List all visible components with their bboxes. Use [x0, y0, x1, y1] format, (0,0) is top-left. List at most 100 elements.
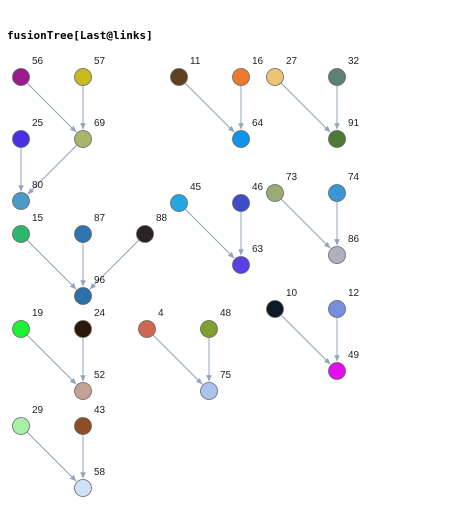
node-circle[interactable] [232, 130, 250, 148]
node-circle[interactable] [200, 382, 218, 400]
node-label: 56 [32, 56, 44, 67]
graph-node-25[interactable]: 25 [12, 118, 44, 148]
node-circle[interactable] [74, 130, 92, 148]
node-circle[interactable] [12, 320, 30, 338]
node-label: 10 [286, 288, 298, 299]
node-circle[interactable] [12, 68, 30, 86]
node-circle[interactable] [328, 246, 346, 264]
input-cell-code[interactable]: fusionTree[Last@links] [7, 29, 153, 42]
edge-15-to-96 [26, 239, 77, 290]
graph-node-96[interactable]: 96 [74, 275, 106, 305]
edge-11-to-64 [184, 82, 235, 133]
graph-node-69[interactable]: 69 [74, 118, 106, 148]
node-circle[interactable] [328, 130, 346, 148]
graph-node-46[interactable]: 46 [232, 182, 264, 212]
edge-29-to-58 [26, 431, 77, 482]
graph-node-43[interactable]: 43 [74, 405, 106, 435]
graph-node-56[interactable]: 56 [12, 56, 44, 86]
node-circle[interactable] [136, 225, 154, 243]
graph-node-32[interactable]: 32 [328, 56, 360, 86]
node-circle[interactable] [328, 68, 346, 86]
graph-node-57[interactable]: 57 [74, 56, 106, 86]
node-label: 57 [94, 56, 106, 67]
graph-node-75[interactable]: 75 [200, 370, 232, 400]
graph-node-80[interactable]: 80 [12, 180, 44, 210]
node-circle[interactable] [74, 417, 92, 435]
node-label: 29 [32, 405, 44, 416]
graph-node-74[interactable]: 74 [328, 172, 360, 202]
node-label: 64 [252, 118, 264, 129]
node-label: 32 [348, 56, 360, 67]
node-label: 16 [252, 56, 264, 67]
node-circle[interactable] [328, 362, 346, 380]
graph-node-49[interactable]: 49 [328, 350, 360, 380]
node-label: 15 [32, 213, 44, 224]
node-label: 88 [156, 213, 168, 224]
graph-node-91[interactable]: 91 [328, 118, 360, 148]
graph-node-16[interactable]: 16 [232, 56, 264, 86]
graph-node-64[interactable]: 64 [232, 118, 264, 148]
node-circle[interactable] [328, 300, 346, 318]
node-circle[interactable] [170, 68, 188, 86]
node-circle[interactable] [170, 194, 188, 212]
graph-node-29[interactable]: 29 [12, 405, 44, 435]
graph-node-10[interactable]: 10 [266, 288, 298, 318]
graph-node-24[interactable]: 24 [74, 308, 106, 338]
node-circle[interactable] [138, 320, 156, 338]
edge-69-to-80 [27, 144, 78, 195]
edge-19-to-52 [26, 334, 77, 385]
node-circle[interactable] [232, 256, 250, 274]
node-label: 48 [220, 308, 232, 319]
node-circle[interactable] [232, 68, 250, 86]
node-circle[interactable] [74, 225, 92, 243]
edge-45-to-63 [184, 208, 235, 259]
graph-node-63[interactable]: 63 [232, 244, 264, 274]
node-label: 87 [94, 213, 106, 224]
node-circle[interactable] [12, 417, 30, 435]
edge-88-to-96 [89, 239, 140, 290]
node-circle[interactable] [74, 287, 92, 305]
node-label: 19 [32, 308, 44, 319]
graph-node-4[interactable]: 4 [138, 308, 165, 338]
node-label: 46 [252, 182, 264, 193]
graph-node-86[interactable]: 86 [328, 234, 360, 264]
node-circle[interactable] [12, 130, 30, 148]
nodes-layer: 56 57 69 25 80 15 87 88 96 11 16 64 27 32 91 45 46 63 73 74… [12, 56, 360, 497]
graph-node-12[interactable]: 12 [328, 288, 360, 318]
node-circle[interactable] [12, 192, 30, 210]
graph-node-88[interactable]: 88 [136, 213, 168, 243]
node-label: 52 [94, 370, 106, 381]
node-label: 45 [190, 182, 202, 193]
graph-node-58[interactable]: 58 [74, 467, 106, 497]
node-circle[interactable] [200, 320, 218, 338]
node-label: 4 [158, 308, 164, 319]
node-circle[interactable] [74, 479, 92, 497]
edge-10-to-49 [280, 314, 331, 365]
node-circle[interactable] [74, 382, 92, 400]
node-circle[interactable] [74, 320, 92, 338]
graph-node-27[interactable]: 27 [266, 56, 298, 86]
node-label: 63 [252, 244, 264, 255]
graph-node-11[interactable]: 11 [170, 56, 201, 86]
node-label: 69 [94, 118, 106, 129]
graph-node-45[interactable]: 45 [170, 182, 202, 212]
node-label: 74 [348, 172, 360, 183]
edges-layer [18, 82, 340, 482]
node-circle[interactable] [266, 68, 284, 86]
graph-node-52[interactable]: 52 [74, 370, 106, 400]
graph-node-87[interactable]: 87 [74, 213, 106, 243]
node-label: 43 [94, 405, 106, 416]
graph-node-15[interactable]: 15 [12, 213, 44, 243]
node-circle[interactable] [266, 300, 284, 318]
node-circle[interactable] [328, 184, 346, 202]
node-circle[interactable] [12, 225, 30, 243]
node-circle[interactable] [74, 68, 92, 86]
node-label: 25 [32, 118, 44, 129]
graph-node-73[interactable]: 73 [266, 172, 298, 202]
node-circle[interactable] [232, 194, 250, 212]
node-circle[interactable] [266, 184, 284, 202]
graph-node-48[interactable]: 48 [200, 308, 232, 338]
graph-node-19[interactable]: 19 [12, 308, 44, 338]
node-label: 58 [94, 467, 106, 478]
